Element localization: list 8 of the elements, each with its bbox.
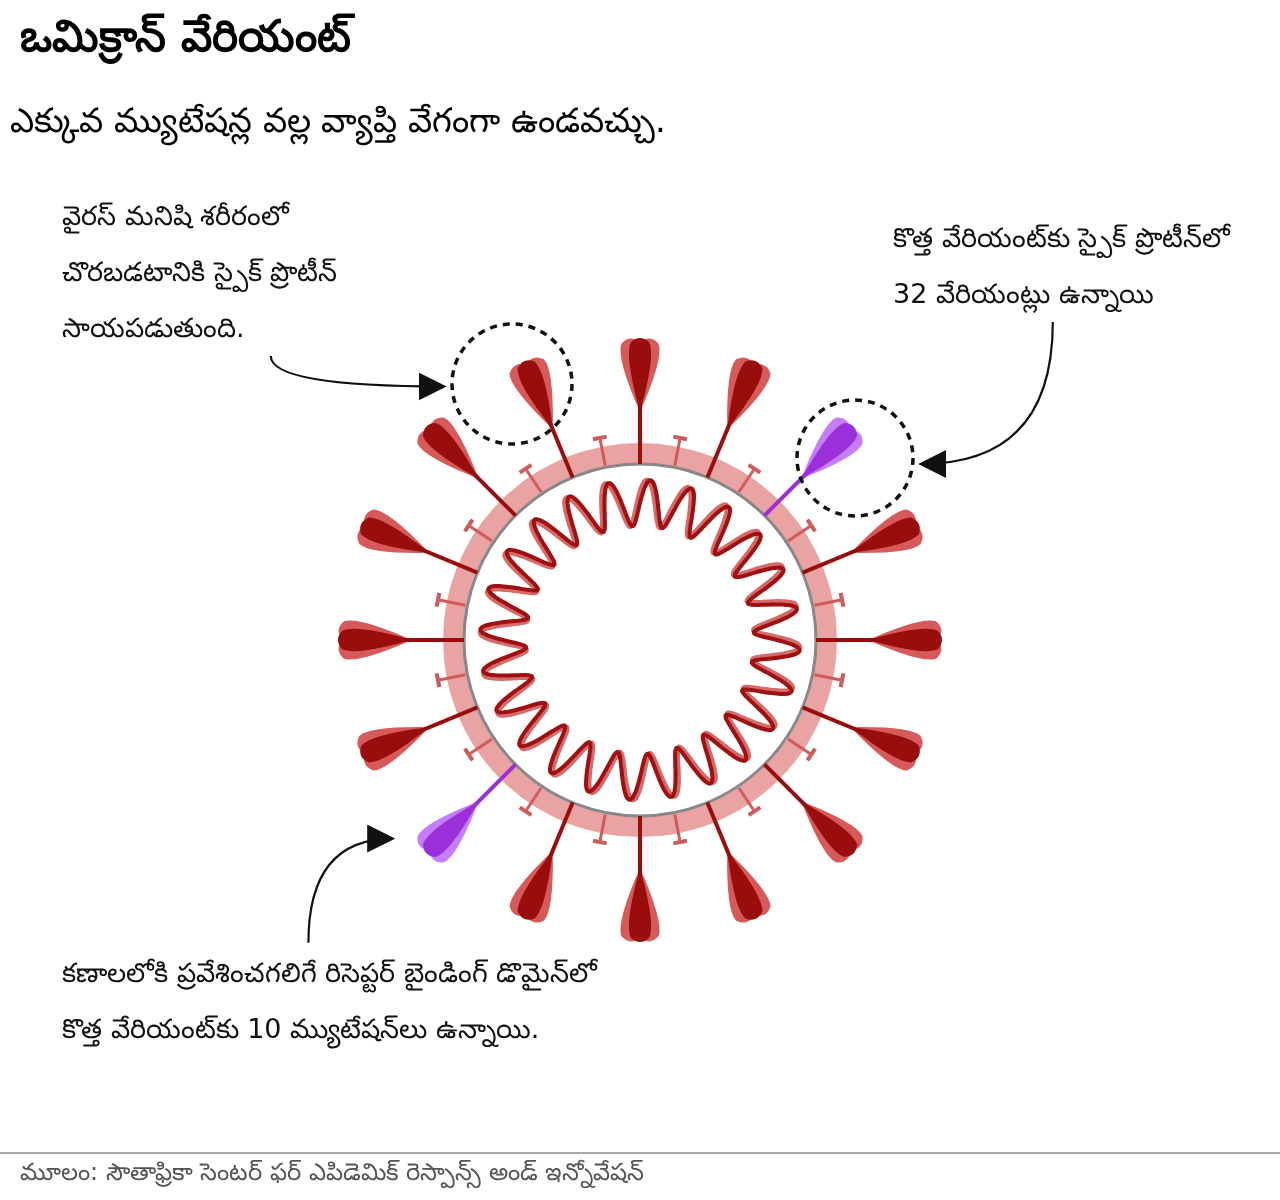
annotation-text: వైరస్ మనిషి శరీరంలో చొరబడటానికి స్పైక్ ప్రొటీన్ సాయపడుతుంది. [62, 188, 422, 356]
source-note: మూలం: సౌతాఫ్రికా సెంటర్ ఫర్ ఎపిడెమిక్ రెస్పాన్స్ అండ్ ఇన్నోవేషన్ [20, 1158, 645, 1190]
leader-arrow [269, 355, 447, 401]
annotation-text: కణాలలోకి ప్రవేశించగలిగే రిసెప్టర్ బైండింగ్ డొమైన్‌లో కొత్త వేరియంట్‌కు 10 మ్యుటేషన్‌లు ఉన్నాయి. [62, 945, 622, 1057]
leader-arrow [918, 321, 1054, 477]
subtitle: ఎక్కువ మ్యుటేషన్ల వల్ల వ్యాప్తి వేగంగా ఉండవచ్చు. [10, 100, 666, 148]
leader-arrow [307, 826, 396, 943]
annotation-text: కొత్త వేరియంట్‌కు స్పైక్ ప్రొటీన్‌లో 32 వేరియంట్లు ఉన్నాయి [893, 210, 1233, 322]
